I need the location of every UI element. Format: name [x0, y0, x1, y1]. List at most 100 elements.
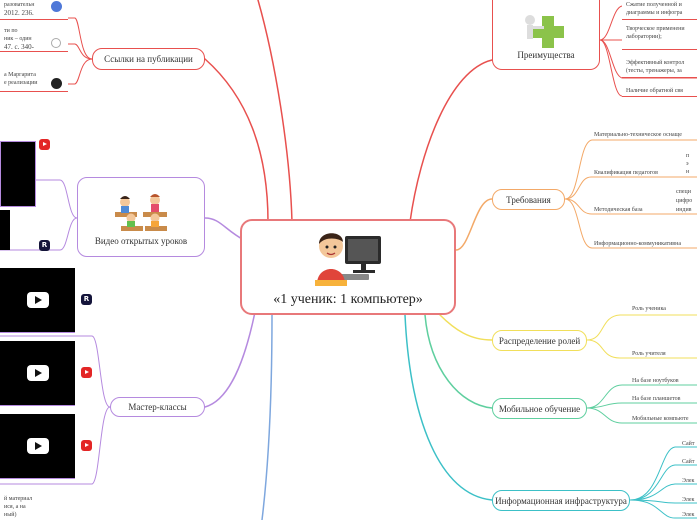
- advantage-item-4[interactable]: Наличие обратной свя: [622, 86, 697, 97]
- requirement-item-3-sub-1[interactable]: специ: [676, 189, 691, 195]
- connector-req-3: [564, 198, 697, 215]
- connector-videos-leaf-2: [0, 217, 78, 251]
- connector-requirements: [455, 198, 493, 251]
- youtube-icon: [81, 440, 92, 451]
- connector-roles-2: [586, 339, 697, 359]
- youtube-icon: [39, 139, 50, 150]
- role-item-student[interactable]: Роль ученика: [632, 306, 666, 312]
- connector-mc-leaf-1: [0, 335, 111, 408]
- advantage-item-2-text: Творческое применени лаборатории);: [626, 26, 685, 40]
- rutube-icon: [39, 240, 50, 251]
- video-thumb-3[interactable]: [0, 268, 75, 333]
- connector-masterclasses: [109, 311, 256, 408]
- branch-roles[interactable]: Распределение ролей: [492, 330, 587, 351]
- requirement-item-3-sub-2[interactable]: цифро: [676, 198, 693, 204]
- connector-infra-3: [629, 483, 697, 501]
- connector-videos-leaf-1: [0, 179, 78, 219]
- play-icon: [26, 292, 49, 308]
- infra-item-5[interactable]: Элек: [682, 512, 695, 518]
- requirement-item-1[interactable]: Материально-техническое оснаще: [594, 132, 682, 138]
- connector-links-leaf-2: [0, 43, 93, 60]
- branch-requirements[interactable]: Требования: [492, 189, 565, 210]
- requirement-item-2-sub-3[interactable]: н: [686, 169, 690, 175]
- link-item-2-text-c: 47. с. 340-: [4, 43, 34, 51]
- advantage-item-2[interactable]: Творческое применени лаборатории);: [622, 24, 697, 50]
- branch-advantages[interactable]: Преимущества: [492, 0, 600, 70]
- requirement-item-3-sub-3[interactable]: индив: [676, 207, 692, 213]
- branch-mobile[interactable]: Мобильное обучение: [492, 398, 587, 419]
- rutube-icon: [81, 294, 92, 305]
- requirement-item-4[interactable]: Информационно-коммуникативна: [594, 241, 681, 247]
- branch-videos[interactable]: Видео открытых уроков: [77, 177, 205, 257]
- advantage-item-3[interactable]: Эффективный контрол (тесты, тренажеры, з…: [622, 58, 697, 78]
- link-item-2-text-a: ти по: [4, 28, 18, 34]
- connector-adv-leaf-4: [599, 39, 697, 97]
- play-icon: [26, 438, 49, 454]
- play-icon: [26, 365, 49, 381]
- link-item-1-icon: [51, 1, 62, 12]
- requirement-item-3[interactable]: Методическая база: [594, 207, 643, 213]
- connector-roles-1: [586, 314, 697, 341]
- requirement-item-2-sub-1[interactable]: п: [686, 153, 690, 159]
- link-item-2-icon: [51, 38, 61, 48]
- connector-mc-leaf-2: [0, 406, 111, 485]
- infra-item-2[interactable]: Сайт: [682, 459, 695, 465]
- branch-links-label: Ссылки на публикации: [104, 54, 193, 64]
- link-item-3-text-b: е реализации: [4, 80, 38, 86]
- connector-infra-2: [629, 464, 697, 501]
- infra-item-1[interactable]: Сайт: [682, 441, 695, 447]
- masterclass-note-a: й материал: [4, 496, 33, 502]
- masterclass-note-b: ися, а на: [4, 504, 26, 510]
- connector-infra: [404, 314, 493, 501]
- connector-req-4: [564, 198, 697, 249]
- branch-infrastructure-label: Информационная инфраструктура: [495, 495, 627, 506]
- link-item-1-text-b: 2012. 236.: [4, 9, 34, 17]
- central-title: «1 ученик: 1 компьютер»: [273, 292, 423, 307]
- connector-req-1: [564, 139, 697, 200]
- role-item-teacher[interactable]: Роль учителя: [632, 351, 666, 357]
- video-thumb-1[interactable]: [0, 141, 36, 207]
- masterclass-note[interactable]: й материал ися, а на ный): [0, 494, 40, 520]
- link-item-1-text-a: разовательн: [4, 2, 35, 8]
- advantage-item-1[interactable]: Сжатие полученной и диаграммы и инфогра: [622, 0, 697, 20]
- branch-mobile-label: Мобильное обучение: [498, 403, 581, 414]
- connector-bottom-blue: [261, 314, 273, 520]
- mobile-item-3[interactable]: Мобильные компьюте: [632, 416, 689, 422]
- infra-item-3[interactable]: Элек: [682, 478, 695, 484]
- connector-adv-leaf-1: [599, 5, 697, 41]
- connector-links-leaf-3: [0, 58, 93, 85]
- branch-videos-label: Видео открытых уроков: [94, 236, 188, 246]
- connector-infra-1: [629, 446, 697, 501]
- connector-mobile: [424, 314, 493, 409]
- infra-item-4[interactable]: Элек: [682, 497, 695, 503]
- connector-advantages: [409, 59, 493, 223]
- youtube-icon: [81, 367, 92, 378]
- connector-mobile-1: [586, 384, 697, 409]
- connector-mobile-2: [586, 402, 697, 409]
- requirement-item-2-sub-2[interactable]: э: [686, 161, 689, 167]
- connector-mobile-3: [586, 407, 697, 424]
- connector-videos: [204, 217, 245, 241]
- branch-links[interactable]: Ссылки на публикации: [92, 48, 205, 70]
- advantage-item-1-text: Сжатие полученной и диаграммы и инфогра: [626, 2, 683, 16]
- mobile-item-2[interactable]: На базе планшетов: [632, 396, 681, 402]
- video-thumb-5[interactable]: [0, 414, 75, 479]
- branch-masterclasses[interactable]: Мастер-классы: [110, 397, 205, 417]
- branch-infrastructure[interactable]: Информационная инфраструктура: [492, 490, 630, 511]
- connector-roles: [439, 314, 493, 341]
- requirement-item-2[interactable]: Квалификация педагогов: [594, 170, 658, 176]
- video-thumb-2[interactable]: [0, 210, 10, 250]
- connector-infra-5: [629, 499, 697, 519]
- connector-links: [91, 58, 269, 223]
- mobile-item-1[interactable]: На базе ноутбуков: [632, 378, 679, 384]
- advantage-item-3-text: Эффективный контрол (тесты, тренажеры, з…: [626, 60, 685, 74]
- connector-top-red: [257, 0, 293, 223]
- masterclass-note-c: ный): [4, 512, 17, 518]
- connector-req-2: [564, 176, 697, 200]
- video-thumb-4[interactable]: [0, 341, 75, 406]
- link-item-3-icon: [51, 78, 62, 89]
- central-topic[interactable]: «1 ученик: 1 компьютер»: [240, 219, 456, 315]
- medical-cross-icon: [525, 14, 564, 48]
- branch-advantages-label: Преимущества: [517, 49, 575, 60]
